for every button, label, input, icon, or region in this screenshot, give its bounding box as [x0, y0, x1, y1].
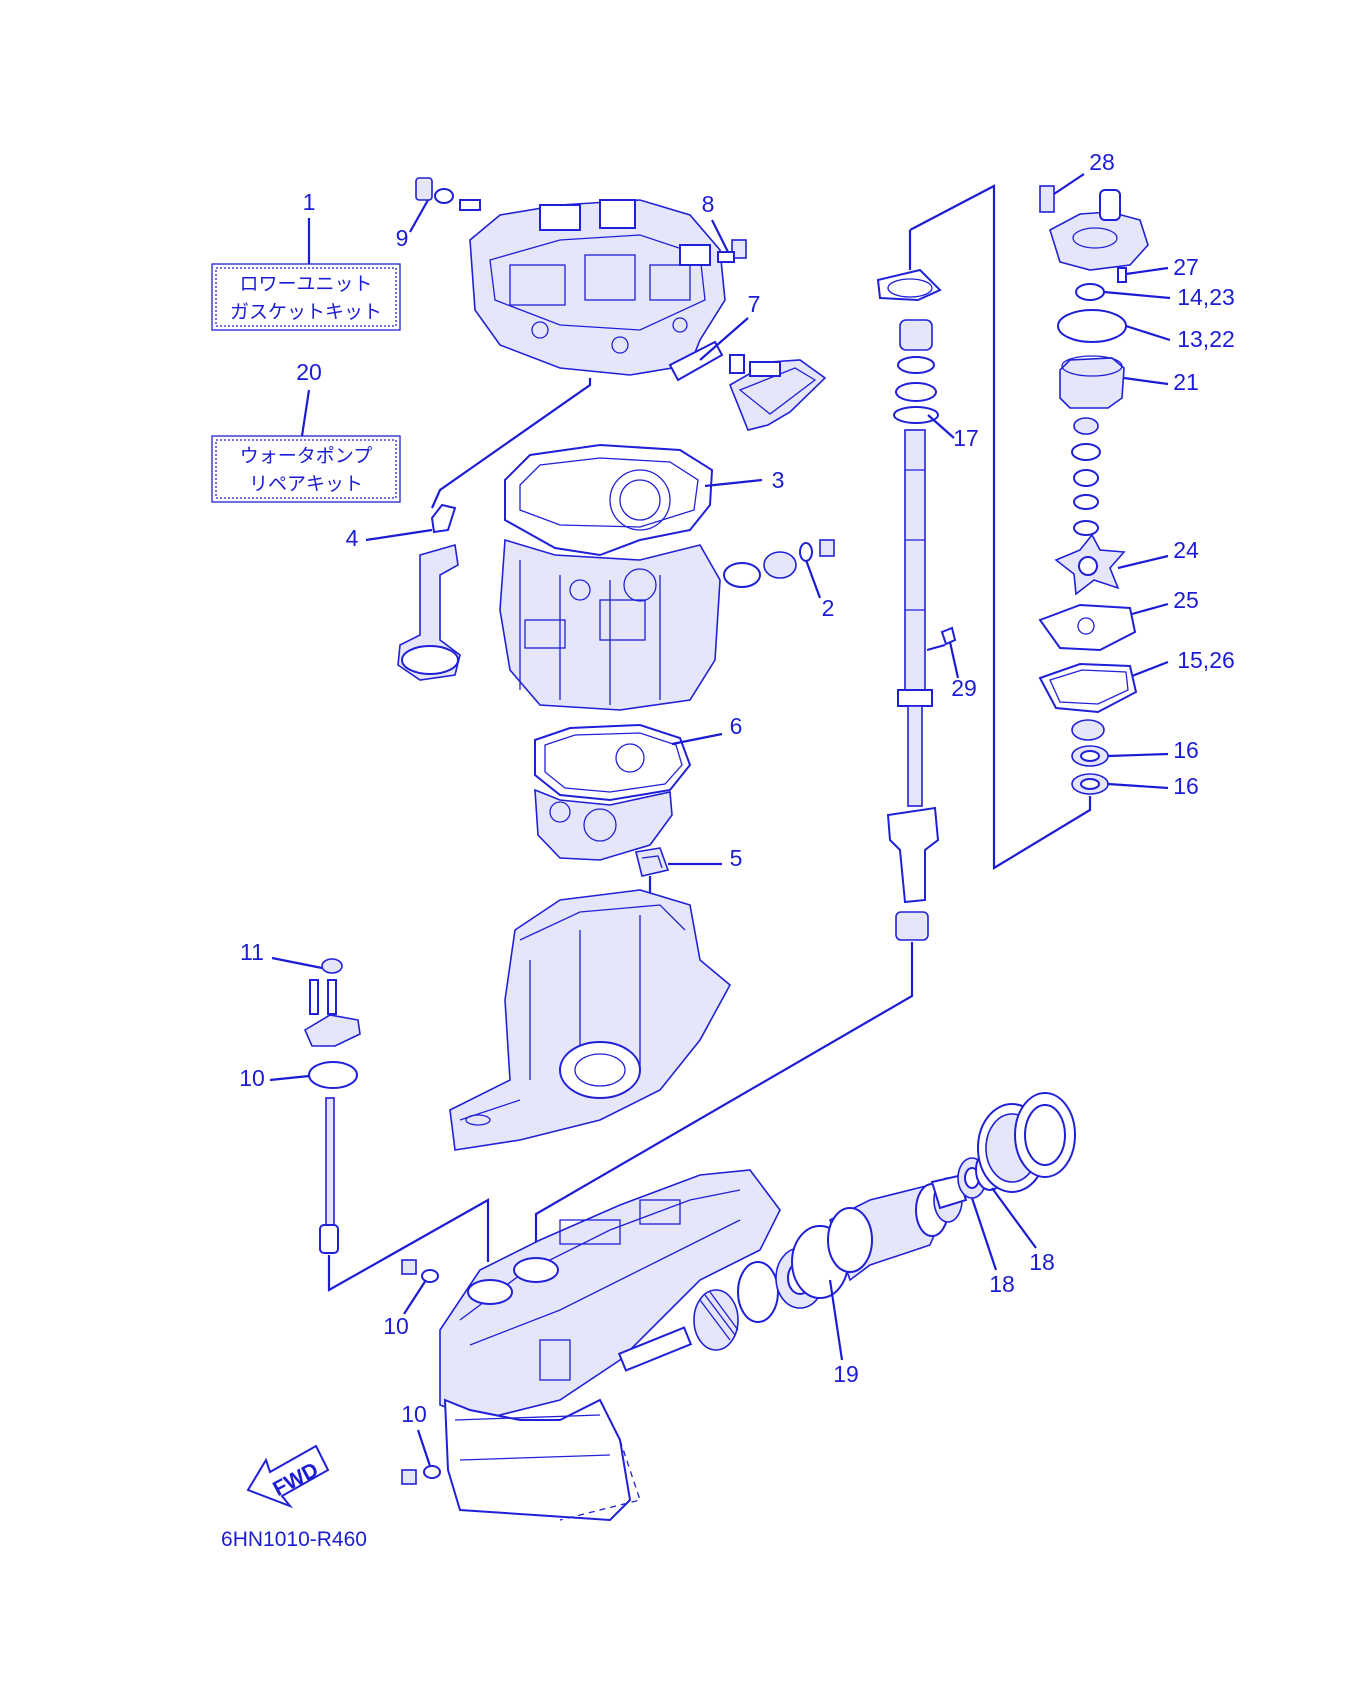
part-8: [635, 847, 670, 877]
callout-14-23: 14,23: [1177, 284, 1235, 310]
callout-12: 11: [240, 939, 264, 965]
outer-plate-25-part: [1038, 603, 1137, 652]
screw-10b-part: [401, 1465, 441, 1485]
kit-1-line2: ガスケットキット: [230, 301, 382, 323]
o-ring-14-part: [1075, 283, 1105, 301]
kit-20-line2: リペアキット: [249, 473, 363, 495]
pin-27-part: [1117, 267, 1127, 283]
pump-housing-28-part: [1039, 185, 1149, 271]
o-ring-13-part: [1057, 309, 1127, 343]
callout-21: 21: [1173, 369, 1199, 395]
screw-12-part: [321, 958, 343, 974]
gear-case-part: [439, 1169, 781, 1522]
callout-8: 5: [730, 845, 743, 871]
callout-5: 8: [702, 191, 715, 217]
o-ring-11-part: [308, 1061, 358, 1089]
callout-17: 17: [953, 425, 979, 451]
callout-16a: 16: [1173, 737, 1199, 763]
kit-1-line1: ロワーユニット: [239, 273, 372, 295]
callout-6: 6: [730, 713, 743, 739]
gasket-15-part: [1038, 662, 1138, 714]
insert-cartridge-21-part: [1059, 355, 1125, 409]
callout-25: 25: [1173, 587, 1199, 613]
callout-3: 3: [772, 467, 785, 493]
callout-11: 10: [239, 1065, 265, 1091]
impeller-24-part: [1054, 533, 1126, 596]
callout-4: 4: [346, 525, 359, 551]
valve-bracket-part: [303, 979, 361, 1047]
gasket-3-part: [504, 443, 714, 557]
gasket-4-part: [430, 503, 457, 534]
lower-casing-upper-part: [449, 889, 732, 1151]
upper-casing-part: [469, 199, 726, 376]
callout-10b: 10: [401, 1401, 427, 1427]
propeller-shaft-assembly: [617, 1092, 1076, 1372]
callout-10a: 10: [383, 1313, 409, 1339]
kit-box-water-pump-repair: ウォータポンプ リペアキット: [211, 435, 401, 503]
callout-19: 19: [833, 1361, 859, 1387]
callout-18a: 18: [989, 1271, 1015, 1297]
pump-small-parts: [1071, 417, 1101, 536]
middle-housing-part: [499, 538, 721, 711]
fwd-arrow-icon: FWD: [246, 1444, 330, 1509]
screw-9-part: [415, 177, 481, 211]
plate-6-part: [534, 788, 673, 861]
drive-shaft-part: [876, 268, 942, 941]
callout-18b: 18: [1029, 1249, 1055, 1275]
callout-13-22: 13,22: [1177, 326, 1235, 352]
seal-housing-part: [1071, 719, 1105, 741]
gasket-6-part: [534, 723, 692, 802]
callout-2: 2: [822, 595, 835, 621]
oil-seal-16a-part: [1071, 745, 1109, 767]
callout-29: 29: [951, 675, 977, 701]
oil-strainer-part: [397, 543, 461, 681]
callout-9: 9: [396, 225, 409, 251]
callout-28: 28: [1089, 149, 1115, 175]
bolt-5-part: [717, 239, 747, 263]
plate-7-part: [668, 340, 827, 431]
part-code: 6HN1010-R460: [221, 1528, 367, 1551]
shift-rod-part: [319, 1097, 339, 1254]
callout-1: 1: [303, 189, 316, 215]
oil-seal-16b-part: [1071, 773, 1109, 795]
callout-7: 7: [748, 291, 761, 317]
callout-20: 20: [296, 359, 322, 385]
callout-15-26: 15,26: [1177, 647, 1235, 673]
key-29-part: [940, 626, 957, 646]
callout-27: 27: [1173, 254, 1199, 280]
screw-10a-part: [401, 1259, 439, 1283]
callout-24: 24: [1173, 537, 1199, 563]
kit-20-line1: ウォータポンプ: [240, 445, 372, 467]
kit-box-lower-unit-gasket: ロワーユニット ガスケットキット: [211, 263, 401, 331]
part-2: [723, 539, 835, 588]
callout-16b: 16: [1173, 773, 1199, 799]
